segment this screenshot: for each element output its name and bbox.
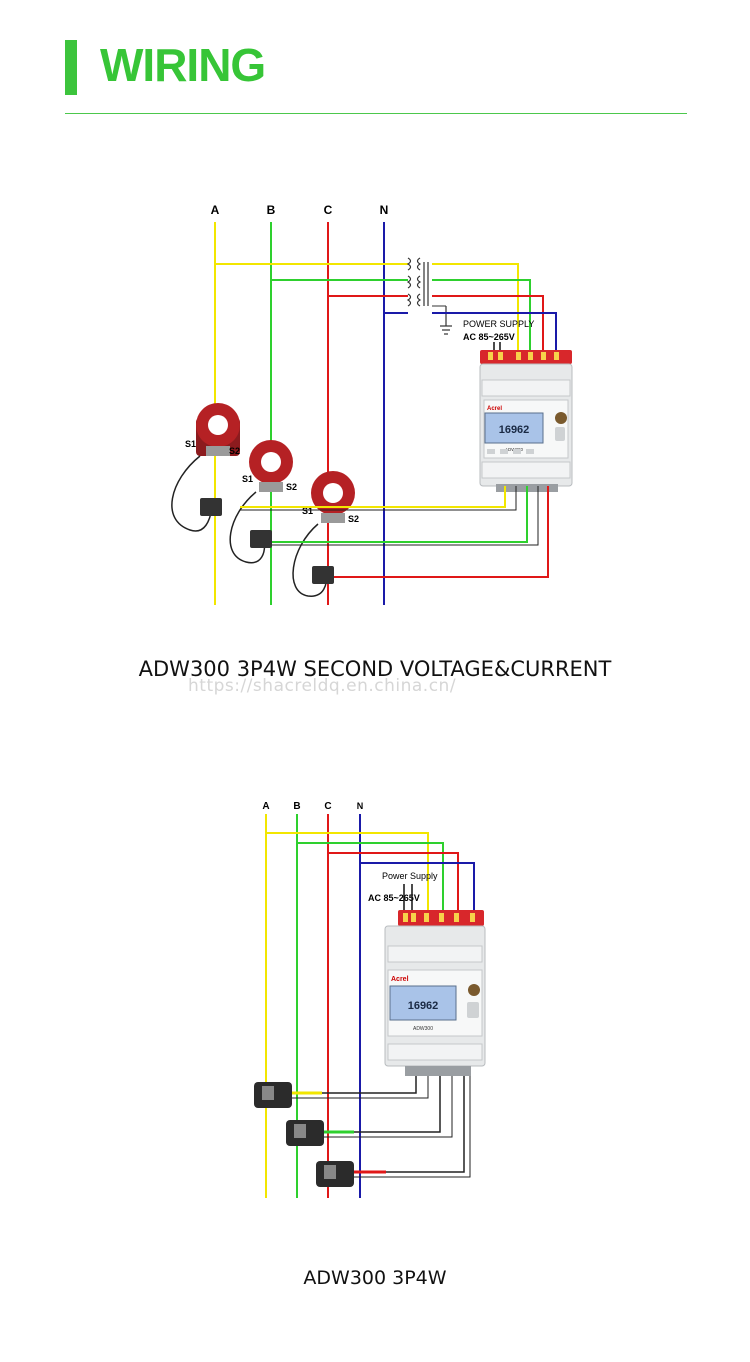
header-divider: [65, 113, 687, 114]
brand-logo: Acrel: [391, 976, 409, 983]
brand-logo: Acrel: [487, 406, 502, 412]
ct-label-s2: S2: [348, 514, 359, 524]
current-transformer-b: [286, 1120, 354, 1146]
header-accent-bar: [65, 40, 77, 95]
current-transformer-a: S1 S2: [171, 403, 240, 532]
power-supply-label: POWER SUPPLY: [463, 319, 534, 329]
current-lead-a: [240, 486, 506, 508]
voltage-label: AC 85~265V: [463, 332, 515, 342]
wiring-diagram-secondary: A B C N POWER SUPPLY AC 85~265V Acrel 16…: [171, 203, 573, 605]
phase-label-n: N: [380, 203, 389, 217]
phase-label-a: A: [211, 203, 220, 217]
current-transformer-c: [316, 1161, 386, 1187]
meter-device: Acrel 16962 ADW300: [479, 350, 573, 492]
model-label: ADW300: [413, 1026, 433, 1032]
power-supply-label: Power Supply: [382, 871, 438, 881]
voltage-lead-a: [266, 832, 429, 910]
current-lead-b: [354, 1076, 441, 1133]
voltage-lead-c: [328, 852, 459, 910]
display-reading: 16962: [408, 1000, 439, 1012]
pt-secondary-n: [432, 312, 557, 350]
caption-diagram-2: ADW300 3P4W: [303, 1267, 447, 1289]
phase-label-c: C: [324, 203, 333, 217]
ct-label-s2: S2: [229, 446, 240, 456]
ct-label-s2: S2: [286, 482, 297, 492]
voltage-label: AC 85~265V: [368, 893, 420, 903]
page-title: WIRING: [100, 39, 266, 91]
phase-label-n: N: [357, 801, 364, 811]
phase-label-b: B: [267, 203, 276, 217]
current-transformer-a: [254, 1082, 322, 1108]
watermark: https://shacreldq.en.china.cn/: [188, 676, 457, 696]
pt-secondary-b: [432, 279, 531, 350]
phase-label-a: A: [262, 801, 269, 812]
ct-label-s1: S1: [302, 506, 313, 516]
ct-label-s1: S1: [242, 474, 253, 484]
voltage-transformer: [406, 257, 452, 335]
phase-label-c: C: [324, 801, 331, 812]
display-reading: 16962: [499, 424, 530, 436]
pt-secondary-a: [432, 263, 519, 350]
current-lead-c: [334, 486, 549, 578]
phase-label-b: B: [293, 801, 300, 812]
current-lead-c: [386, 1076, 465, 1173]
current-lead-b: [272, 486, 528, 543]
caption-diagram-1: ADW300 3P4W SECOND VOLTAGE&CURRENT: [138, 657, 612, 681]
current-transformer-c: S1 S2: [292, 471, 359, 597]
voltage-lead-b: [297, 842, 444, 910]
current-transformer-b: S1 S2: [229, 440, 297, 564]
wiring-diagram-direct: A B C N Power Supply AC 85~265V Acrel 16…: [254, 801, 486, 1198]
voltage-lead-n: [360, 862, 475, 910]
ct-label-s1: S1: [185, 439, 196, 449]
meter-device: Acrel 16962 ADW300: [384, 910, 486, 1076]
current-lead-a: [322, 1076, 417, 1094]
pt-secondary-c: [432, 295, 544, 350]
